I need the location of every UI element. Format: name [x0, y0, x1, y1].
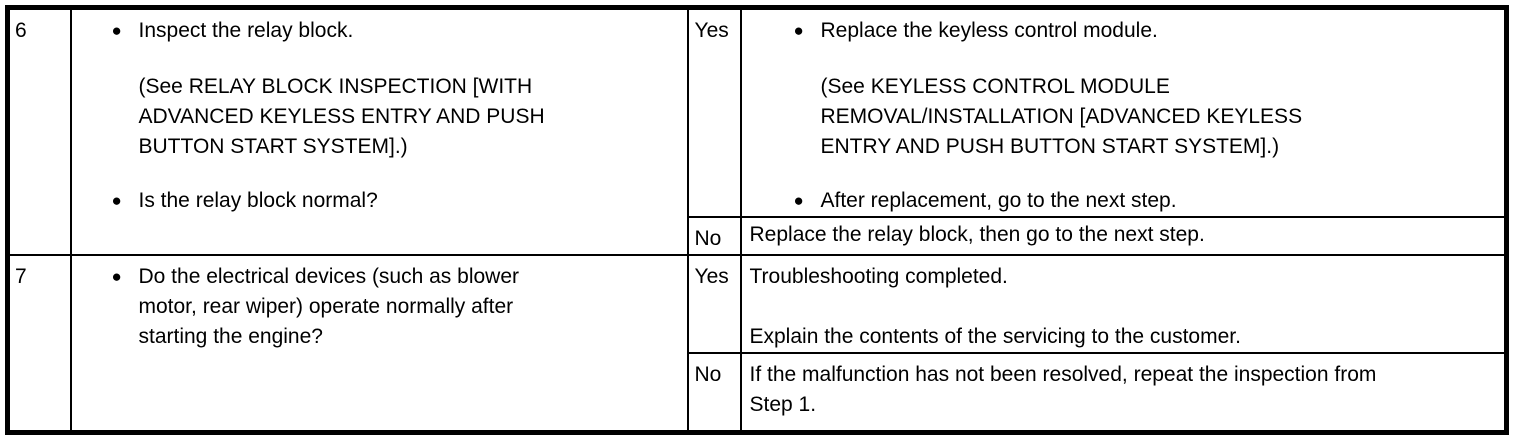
- answer-cell-yes: Yes: [686, 6, 742, 218]
- inspection-question: motor, rear wiper) operate normally afte…: [138, 295, 514, 318]
- text-line: REMOVAL/INSTALLATION [ADVANCED KEYLESS: [820, 105, 1303, 128]
- inspection-question: starting the engine?: [138, 325, 323, 348]
- table-row-step7-no: No If the malfunction has not been resol…: [8, 352, 1508, 433]
- text-line: ENTRY AND PUSH BUTTON START SYSTEM].): [820, 135, 1280, 158]
- bullet-icon: ●: [793, 21, 804, 40]
- action-text: Step 1.: [749, 393, 817, 416]
- action-text: After replacement, go to the next step.: [820, 189, 1177, 212]
- bullet-icon: ●: [111, 267, 122, 286]
- step-number-cell: 6: [6, 6, 72, 256]
- inspection-reference: (See RELAY BLOCK INSPECTION [WITH ADVANC…: [139, 72, 683, 162]
- answer-cell-no: No: [686, 216, 742, 256]
- table-row-step6-no: No Replace the relay block, then go to t…: [8, 216, 1508, 256]
- action-bullet-item: ● After replacement, go to the next step…: [793, 186, 1501, 215]
- inspection-cell: ● Do the electrical devices (such as blo…: [69, 254, 689, 433]
- action-text: If the malfunction has not been resolved…: [749, 363, 1377, 386]
- inspection-bullet-item: ● Inspect the relay block. (See RELAY BL…: [112, 16, 683, 162]
- inspection-question: Do the electrical devices (such as blowe…: [138, 265, 520, 288]
- bullet-icon: ●: [111, 191, 122, 210]
- inspection-text: Inspect the relay block.: [138, 19, 354, 42]
- step-number-cell: 7: [6, 254, 72, 433]
- inspection-bullet-item: ● Do the electrical devices (such as blo…: [112, 262, 683, 352]
- action-text: Troubleshooting completed.: [749, 265, 1008, 288]
- bullet-icon: ●: [793, 191, 804, 210]
- action-cell: ● Replace the keyless control module. (S…: [739, 6, 1508, 218]
- action-text: Explain the contents of the servicing to…: [749, 325, 1241, 348]
- bullet-icon: ●: [111, 21, 122, 40]
- text-line: BUTTON START SYSTEM].): [138, 135, 408, 158]
- text-line: (See RELAY BLOCK INSPECTION [WITH: [138, 75, 533, 98]
- action-text: Replace the relay block, then go to the …: [749, 223, 1205, 246]
- text-line: ADVANCED KEYLESS ENTRY AND PUSH: [138, 105, 545, 128]
- troubleshooting-table: 6 ● Inspect the relay block. (See RELAY …: [5, 5, 1509, 435]
- action-bullet-item: ● Replace the keyless control module. (S…: [794, 16, 1501, 162]
- inspection-cell: ● Inspect the relay block. (See RELAY BL…: [69, 6, 689, 256]
- table-row-step7-yes: 7 ● Do the electrical devices (such as b…: [6, 254, 1508, 433]
- table-row-step6-yes: 6 ● Inspect the relay block. (See RELAY …: [6, 6, 1508, 256]
- inspection-bullet-item: ● Is the relay block normal?: [112, 186, 683, 216]
- answer-cell-no: No: [686, 352, 742, 433]
- inspection-question: Is the relay block normal?: [138, 189, 378, 212]
- action-cell: Troubleshooting completed. Explain the c…: [739, 254, 1508, 354]
- action-cell: If the malfunction has not been resolved…: [739, 352, 1508, 433]
- text-line: (See KEYLESS CONTROL MODULE: [820, 75, 1170, 98]
- action-cell: Replace the relay block, then go to the …: [739, 216, 1508, 256]
- action-text: Replace the keyless control module.: [820, 19, 1158, 42]
- answer-cell-yes: Yes: [686, 254, 742, 354]
- action-reference: (See KEYLESS CONTROL MODULE REMOVAL/INST…: [821, 72, 1501, 162]
